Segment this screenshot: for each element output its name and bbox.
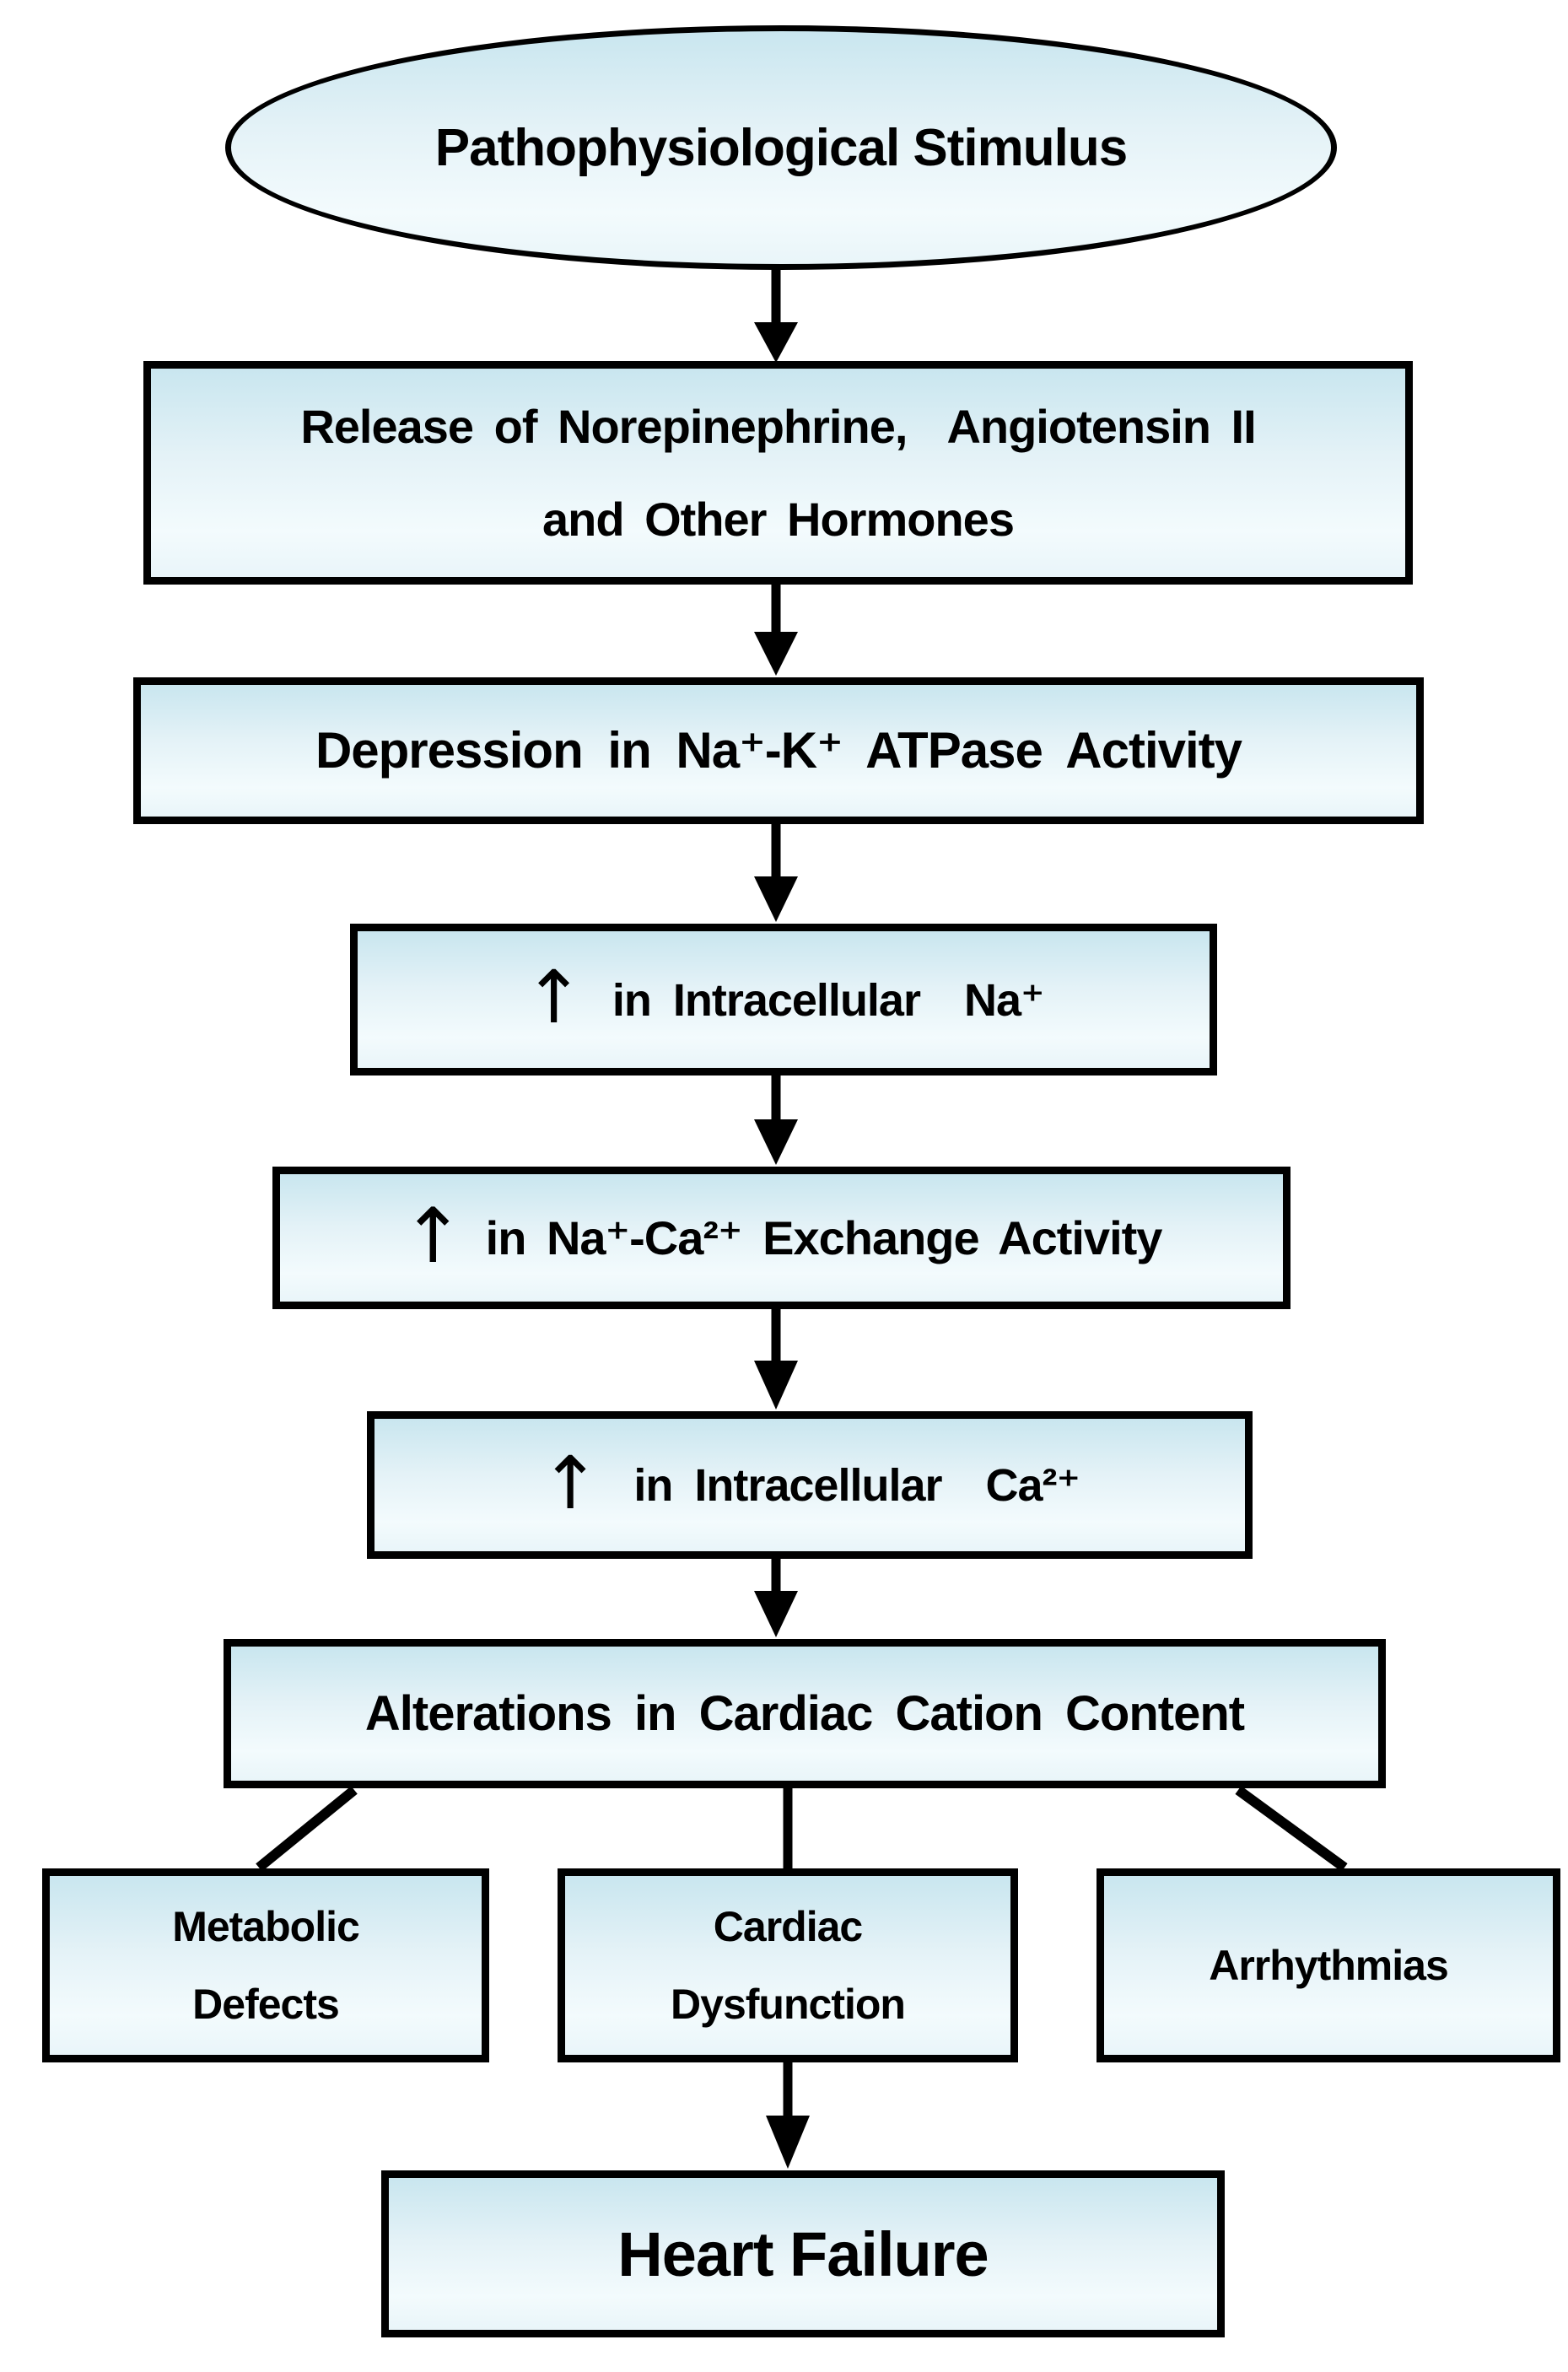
node-label: Alterations in Cardiac Cation Content bbox=[364, 1686, 1245, 1741]
node-cation-alterations: Alterations in Cardiac Cation Content bbox=[224, 1639, 1386, 1788]
arrow-cardiac-to-heart-failure bbox=[766, 2062, 810, 2169]
node-label: in Intracellular Na⁺ bbox=[612, 974, 1045, 1026]
arrow-ca-to-alterations bbox=[754, 1559, 798, 1637]
node-label: in Na⁺-Ca²⁺ Exchange Activity bbox=[485, 1210, 1163, 1264]
node-arrhythmias: Arrhythmias bbox=[1097, 1868, 1560, 2062]
node-label: Pathophysiological Stimulus bbox=[434, 118, 1128, 177]
arrow-na-to-exchange bbox=[754, 1075, 798, 1165]
arrow-exchange-to-ca bbox=[754, 1309, 798, 1410]
node-heart-failure: Heart Failure bbox=[381, 2170, 1225, 2337]
node-label: in Intracellular Ca²⁺ bbox=[633, 1460, 1080, 1511]
node-label: Metabolic Defects bbox=[172, 1902, 360, 2029]
node-hormone-release: Release of Norepinephrine, Angiotensin I… bbox=[143, 361, 1413, 585]
arrow-atpase-to-na bbox=[754, 824, 798, 922]
node-label: Cardiac Dysfunction bbox=[671, 1902, 906, 2029]
node-label: Heart Failure bbox=[617, 2218, 989, 2289]
node-na-ca-exchange-increase: ↑ in Na⁺-Ca²⁺ Exchange Activity bbox=[272, 1167, 1291, 1309]
arrow-stimulus-to-release bbox=[754, 267, 798, 363]
node-intracellular-na-increase: ↑ in Intracellular Na⁺ bbox=[350, 924, 1217, 1075]
arrow-release-to-atpase bbox=[754, 585, 798, 676]
line-alterations-to-arrhythmias bbox=[1235, 1786, 1348, 1872]
node-intracellular-ca-increase: ↑ in Intracellular Ca²⁺ bbox=[367, 1411, 1253, 1559]
node-atpase-depression: Depression in Na⁺-K⁺ ATPase Activity bbox=[133, 677, 1424, 824]
node-cardiac-dysfunction: Cardiac Dysfunction bbox=[558, 1868, 1018, 2062]
node-label: Depression in Na⁺-K⁺ ATPase Activity bbox=[315, 722, 1242, 779]
node-pathophysiological-stimulus: Pathophysiological Stimulus bbox=[225, 25, 1337, 270]
line-alterations-to-metabolic bbox=[256, 1786, 358, 1872]
node-label: Release of Norepinephrine, Angiotensin I… bbox=[300, 400, 1256, 546]
node-label: Arrhythmias bbox=[1209, 1942, 1449, 1989]
node-metabolic-defects: Metabolic Defects bbox=[42, 1868, 489, 2062]
